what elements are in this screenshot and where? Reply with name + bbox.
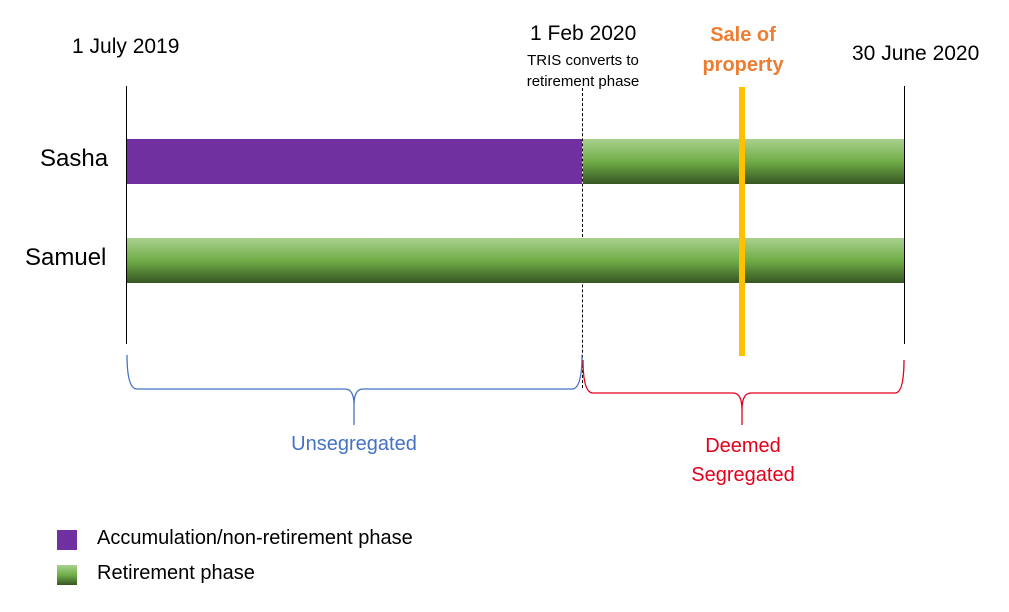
sasha-accumulation-bar: [127, 139, 582, 184]
unsegregated-label: Unsegregated: [291, 433, 417, 455]
start-date-label: 1 July 2019: [72, 35, 180, 58]
legend-label-retirement: Retirement phase: [97, 562, 255, 584]
legend-label-accumulation: Accumulation/non-retirement phase: [97, 527, 413, 549]
end-boundary-line: [904, 86, 905, 344]
start-boundary-line: [126, 86, 127, 344]
unsegregated-brace: [126, 354, 583, 425]
legend-swatch-accumulation: [57, 530, 77, 550]
samuel-retirement-bar: [127, 238, 904, 283]
event-label: Sale of property: [702, 24, 784, 76]
mid-date-note: TRIS converts to retirement phase: [526, 52, 640, 90]
legend-swatch-retirement: [57, 565, 77, 585]
sale-event-line: [739, 87, 745, 356]
mid-date-label: 1 Feb 2020: [530, 22, 637, 45]
deemed-segregated-label: Deemed Segregated: [691, 435, 795, 486]
deemed-segregated-brace: [582, 359, 905, 425]
person-label-sasha: Sasha: [40, 145, 109, 172]
person-label-samuel: Samuel: [25, 244, 107, 271]
end-date-label: 30 June 2020: [852, 42, 980, 65]
